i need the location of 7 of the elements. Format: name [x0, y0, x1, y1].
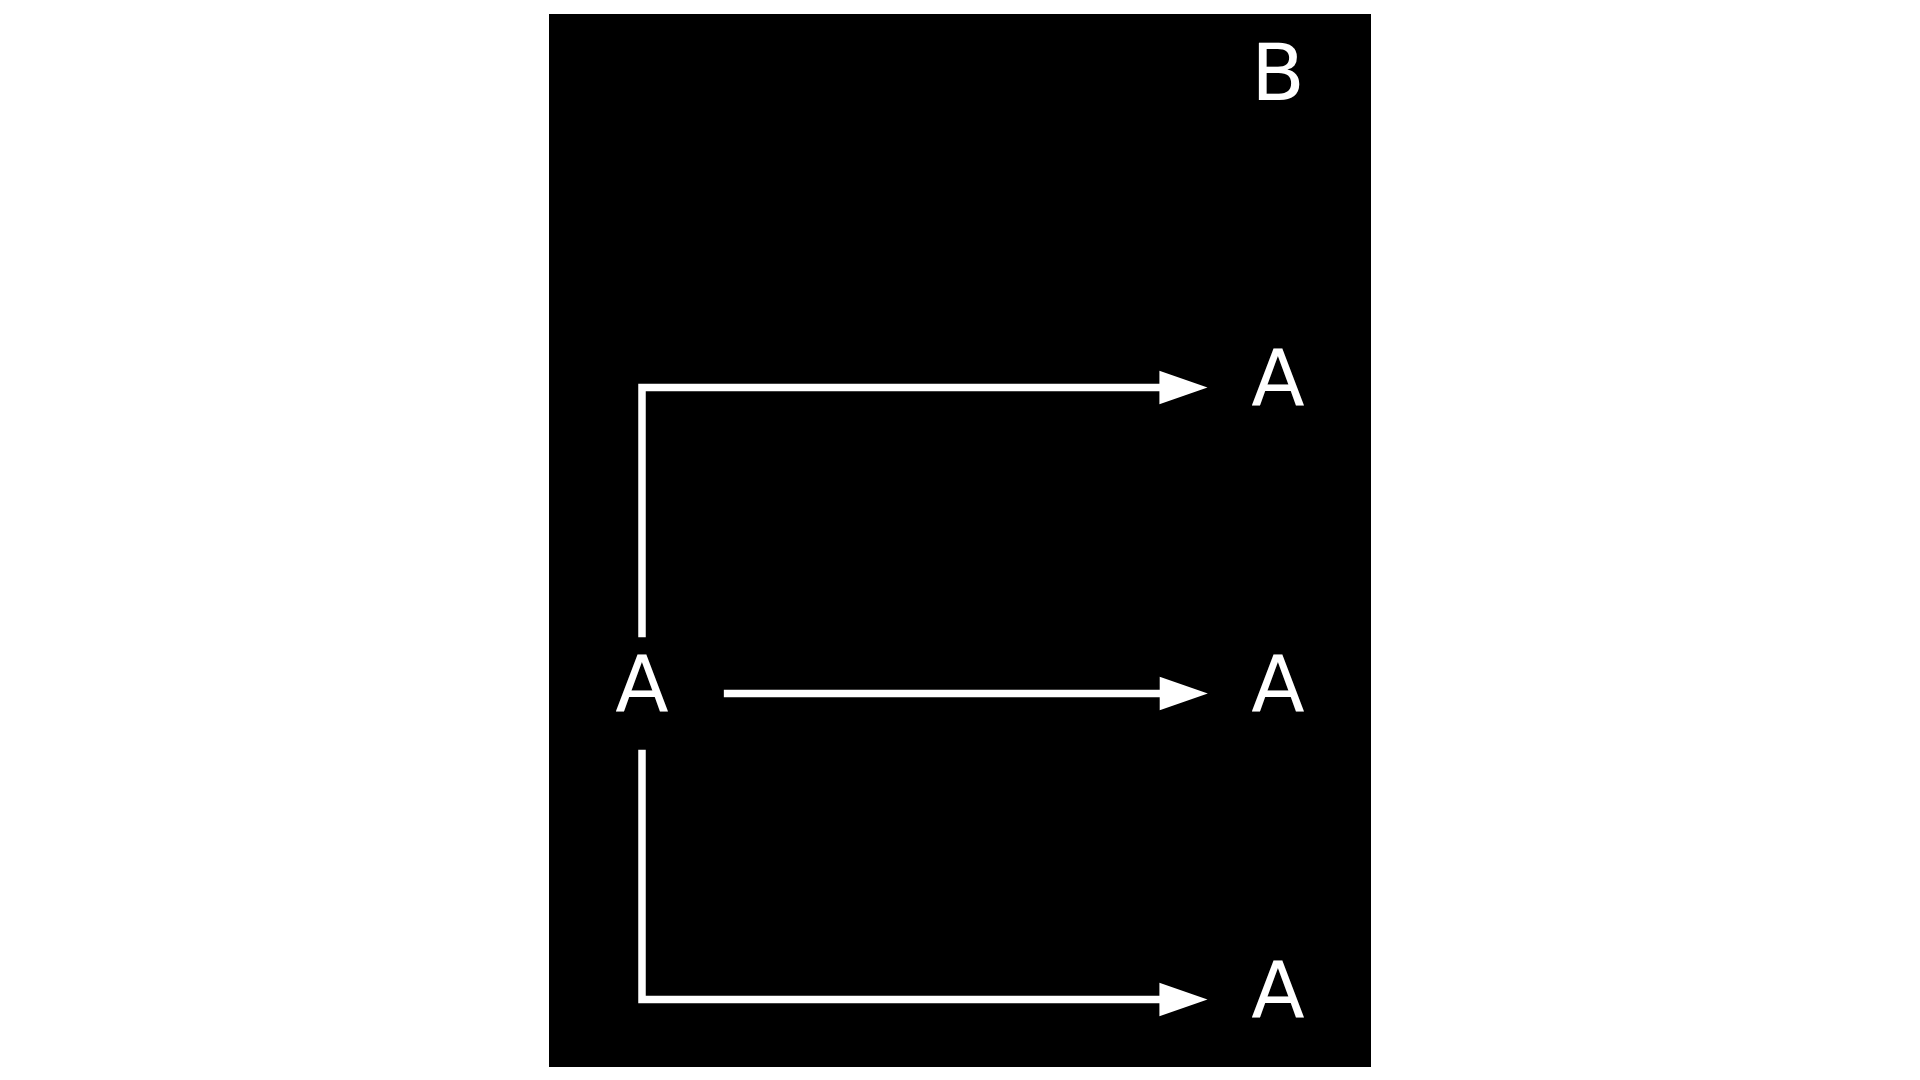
node-text: A [615, 639, 669, 730]
node-text: A [1251, 333, 1305, 424]
node-text: A [1251, 945, 1305, 1036]
arrow [723, 676, 1208, 710]
node-text: A [1251, 639, 1305, 730]
arrow [638, 370, 1208, 637]
label: B [1251, 27, 1305, 118]
